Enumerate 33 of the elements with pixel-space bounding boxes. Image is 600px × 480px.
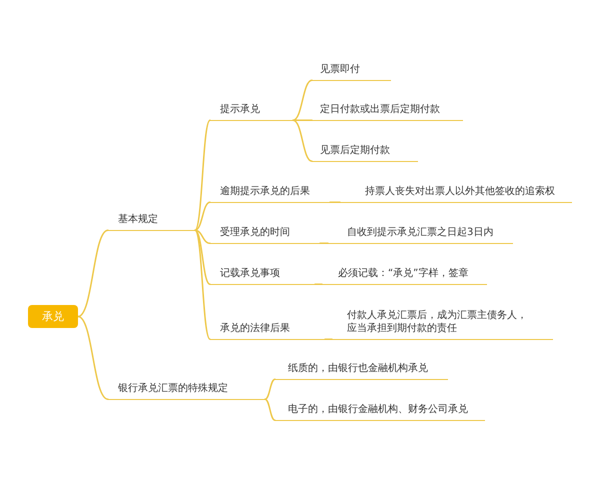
topic-label: 见票后定期付款 bbox=[312, 144, 418, 162]
topic-label: 纸质的，由银行也金融机构承兑 bbox=[275, 362, 448, 380]
branch-connector bbox=[292, 120, 313, 121]
topic-label: 定日付款或出票后定期付款 bbox=[312, 103, 463, 121]
topic-label: 必须记载：“承兑”字样，签章 bbox=[322, 267, 487, 285]
root-topic-box: 承兑 bbox=[28, 305, 78, 328]
branch-connector bbox=[319, 242, 329, 244]
topic-label: 承兑的法律后果 bbox=[210, 322, 325, 340]
topic-label: 基本规定 bbox=[108, 213, 195, 231]
topic-label: 受理承兑的时间 bbox=[210, 226, 320, 244]
branch-connector bbox=[292, 80, 313, 121]
branch-connector bbox=[77, 316, 109, 400]
branch-connector bbox=[77, 230, 109, 318]
topic-label: 自收到提示承兑汇票之日起3日内 bbox=[328, 226, 513, 244]
topic-label: 逾期提示承兑的后果 bbox=[210, 185, 330, 203]
branch-connector bbox=[314, 284, 323, 285]
branch-connector bbox=[194, 202, 211, 231]
topic-label: 记载承兑事项 bbox=[210, 267, 315, 285]
topic-label: 电子的，由银行金融机构、财务公司承兑 bbox=[275, 403, 485, 421]
branch-connector bbox=[194, 230, 211, 285]
branch-connector bbox=[194, 120, 211, 231]
branch-connector bbox=[329, 202, 341, 203]
branch-connector bbox=[194, 230, 211, 340]
topic-label: 持票人丧失对出票人以外其他签收的追索权 bbox=[340, 185, 572, 203]
topic-label: 付款人承兑汇票后，成为汇票主债务人，应当承担到期付款的责任 bbox=[332, 309, 553, 340]
branch-connector bbox=[324, 338, 333, 340]
branch-connector bbox=[292, 120, 313, 162]
branch-connector bbox=[194, 230, 211, 244]
topic-label: 银行承兑汇票的特殊规定 bbox=[108, 382, 265, 400]
branch-connector bbox=[264, 378, 276, 400]
branch-connector bbox=[264, 398, 276, 421]
topic-label: 见票即付 bbox=[312, 63, 391, 81]
topic-label: 提示承兑 bbox=[210, 103, 293, 121]
